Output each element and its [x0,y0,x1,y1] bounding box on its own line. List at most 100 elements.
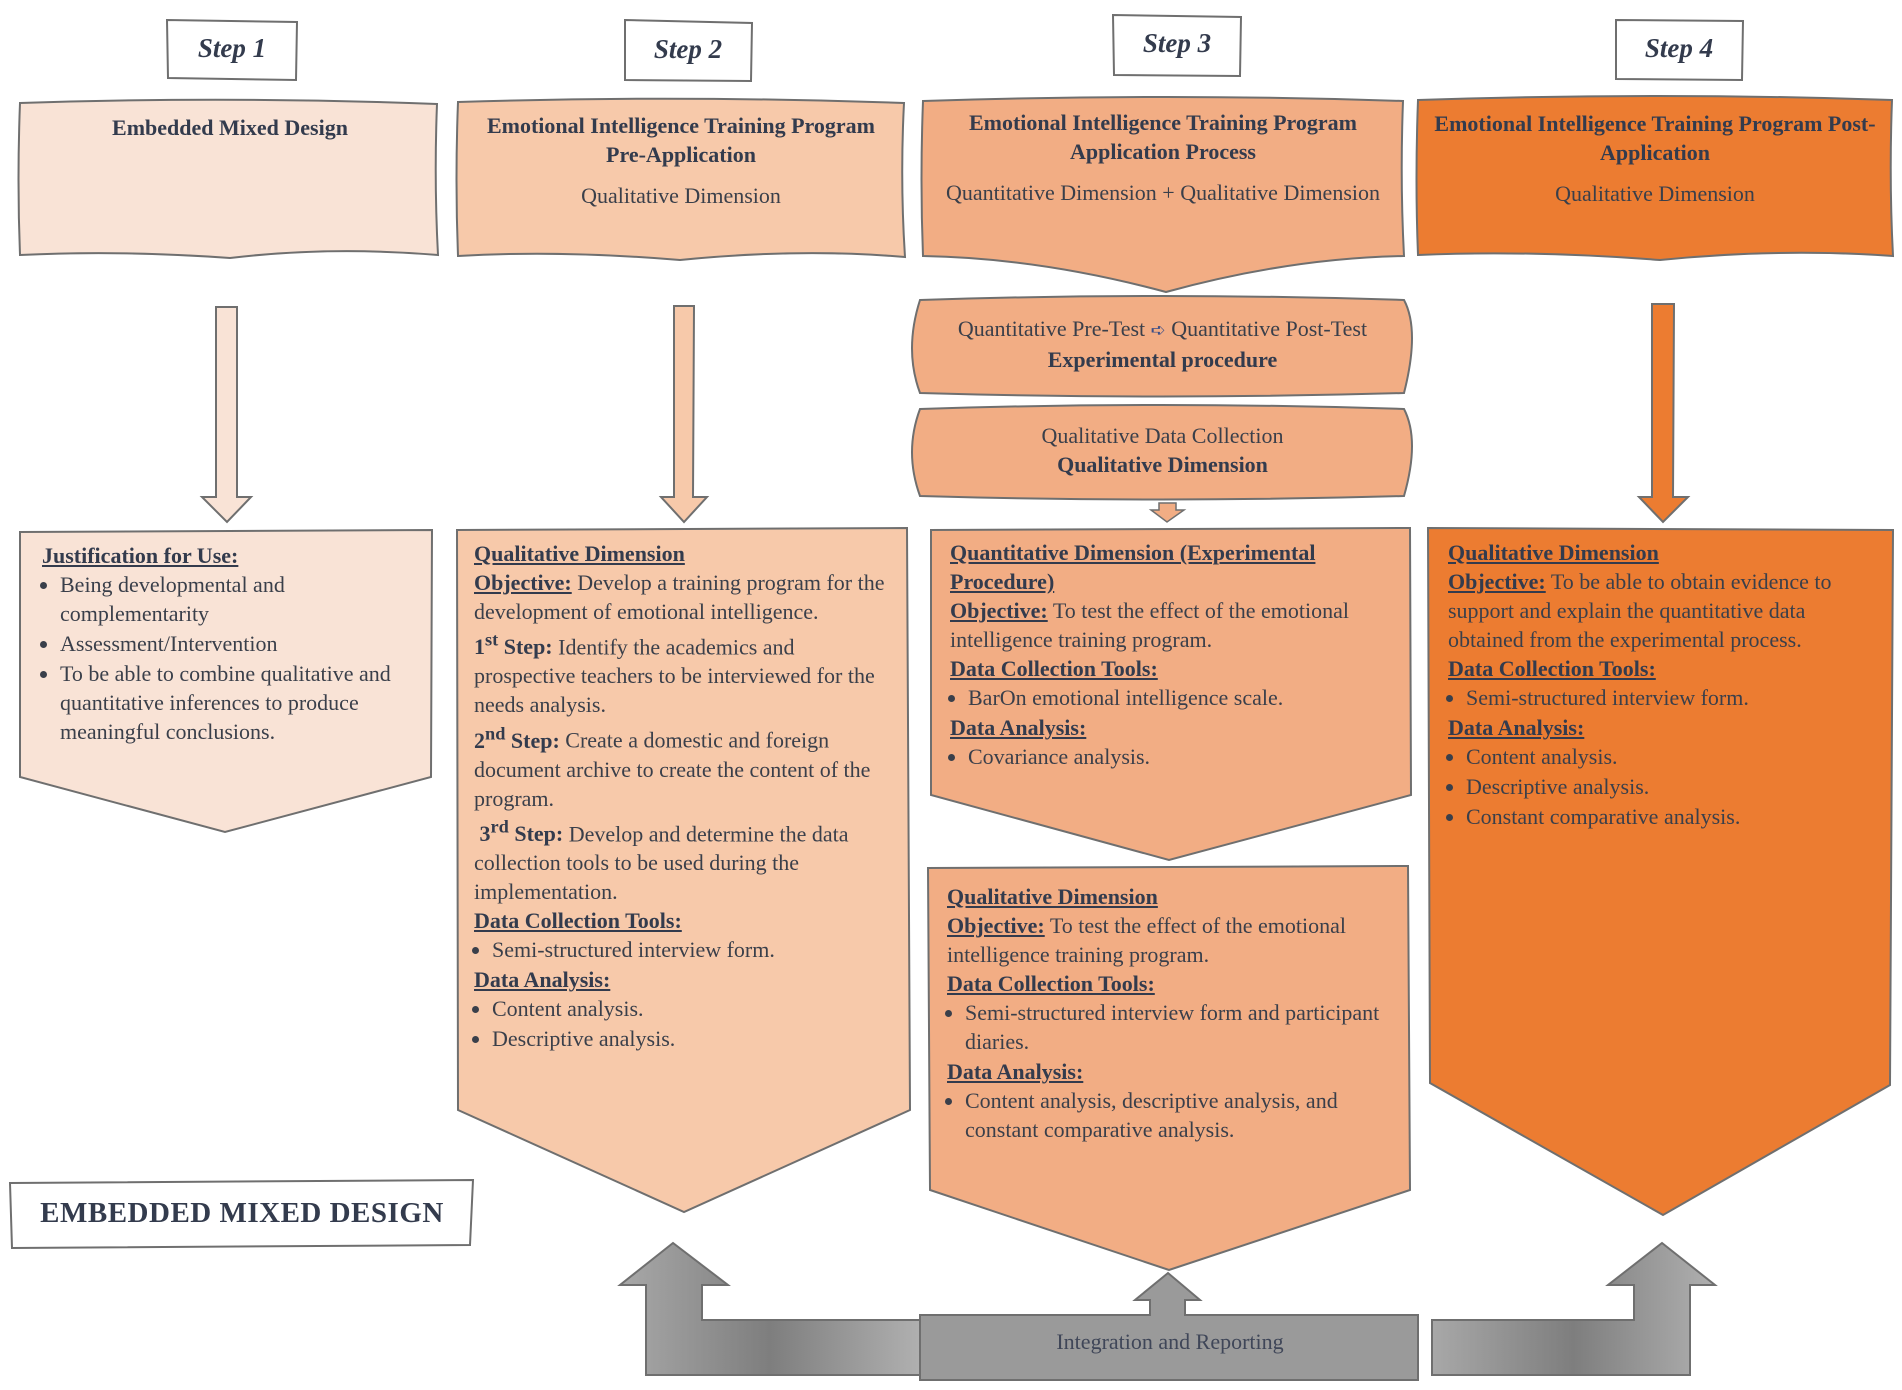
substep-text: Create a domestic and foreign document a… [474,727,871,811]
qual-tools-list: Semi-structured interview form and parti… [947,998,1399,1056]
step-1-header-title: Embedded Mixed Design [112,115,348,140]
qual-objective: Objective: To test the effect of the emo… [947,911,1399,969]
quant-tools-list: BarOn emotional intelligence scale. [950,683,1400,712]
step-3-label: Step 3 [1142,28,1212,58]
step-3-header-title: Emotional Intelligence Training Program … [968,110,1358,164]
objective-label: Objective: [947,913,1045,938]
step-2-body: Qualitative Dimension Objective: Develop… [474,539,894,1054]
substep-suffix: st [485,630,499,650]
post-test-label: Quantitative Post-Test [1171,316,1368,341]
list-item: Content analysis, descriptive analysis, … [965,1086,1399,1144]
quant-objective: Objective: To test the effect of the emo… [950,596,1400,654]
integration-center-arrow [919,1271,1419,1381]
objective-text: Develop a training program for the devel… [474,570,885,624]
integration-label: Integration and Reporting [1056,1329,1284,1354]
list-item: Constant comparative analysis. [1466,802,1886,831]
step-3-header: Emotional Intelligence Training Program … [940,108,1386,207]
step-3-qual-body: Qualitative Dimension Objective: To test… [947,882,1399,1145]
step-4-analysis-list: Content analysis. Descriptive analysis. … [1448,742,1886,831]
step-2-header-sub: Qualitative Dimension [581,183,781,208]
step-2-substep-2: 2nd Step: Create a domestic and foreign … [474,719,894,812]
step-3-quant-body-shape [930,526,1413,862]
step-2-body-shape [455,526,912,1214]
experimental-procedure-label: Experimental procedure [1047,347,1278,372]
qualitative-collection-text: Qualitative Data Collection Qualitative … [925,421,1400,479]
step-4-header: Emotional Intelligence Training Program … [1430,109,1880,208]
substep-text: Develop and determine the data collectio… [474,820,849,904]
qual-analysis-label: Data Analysis: [947,1059,1084,1084]
substep-suffix: rd [490,816,509,837]
pre-post-test-line: Quantitative Pre-Test ➪ Quantitative Pos… [925,314,1400,345]
step-1-down-arrow [199,306,254,524]
substep-word: Step: [514,820,564,846]
step-2-analysis-list: Content analysis. Descriptive analysis. [474,994,894,1053]
design-label: EMBEDDED MIXED DESIGN [40,1197,444,1229]
step-3-quant-body: Quantitative Dimension (Experimental Pro… [950,538,1400,772]
step-2-header: Emotional Intelligence Training Program … [470,111,892,210]
list-item: Semi-structured interview form and parti… [965,998,1399,1056]
step-2-analysis-label: Data Analysis: [474,966,611,992]
list-item: Descriptive analysis. [492,1024,894,1053]
list-item: Semi-structured interview form. [492,935,894,964]
substep-word: Step: [510,727,560,753]
list-item: Being developmental and complementarity [60,570,422,628]
qual-tools-label: Data Collection Tools: [947,971,1155,996]
integration-left-arrow [617,1241,921,1376]
list-item: Content analysis. [1466,742,1886,771]
step-2-objective: Objective: Develop a training program fo… [474,568,894,626]
step-1-body-shape [19,528,434,834]
step-4-label: Step 4 [1644,33,1714,63]
list-item: Content analysis. [492,994,894,1023]
step-4-header-sub: Qualitative Dimension [1555,181,1755,206]
experimental-procedure-text: Quantitative Pre-Test ➪ Quantitative Pos… [925,314,1400,374]
objective-label: Objective: [950,598,1048,623]
quant-analysis-label: Data Analysis: [950,715,1087,740]
step-3-label-box [1111,13,1243,78]
step-4-analysis-label: Data Analysis: [1448,715,1585,740]
substep-number: 2 [474,727,485,753]
step-3-header-sub: Quantitative Dimension + Qualitative Dim… [946,180,1380,205]
step-2-label: Step 2 [653,34,723,64]
step-3-qual-body-shape [926,864,1412,1272]
step-4-section-title: Qualitative Dimension [1448,540,1659,565]
step-4-body-shape [1426,526,1895,1217]
step-2-header-shape [455,97,907,262]
objective-text: To test the effect of the emotional inte… [950,598,1350,652]
objective-label: Objective: [474,570,572,595]
step-2-down-arrow [658,305,710,524]
substep-word: Step: [503,634,553,660]
step-2-header-title: Emotional Intelligence Training Program … [486,113,876,167]
qual-analysis-list: Content analysis, descriptive analysis, … [947,1086,1399,1144]
integration-right-arrow [1431,1241,1718,1376]
step-4-objective: Objective: To be able to obtain evidence… [1448,567,1886,654]
step-2-substep-3: 3rd Step: Develop and determine the data… [474,813,894,906]
step-4-header-shape [1415,95,1895,262]
step-2-tools-list: Semi-structured interview form. [474,935,894,964]
objective-text: To test the effect of the emotional inte… [947,913,1347,967]
list-item: Semi-structured interview form. [1466,683,1886,712]
step-2-section-title: Qualitative Dimension [474,541,685,566]
quant-tools-label: Data Collection Tools: [950,656,1158,681]
list-item: BarOn emotional intelligence scale. [968,683,1400,712]
step-4-label-box [1615,18,1745,82]
step-2-substep-1: 1st Step: Identify the academics and pro… [474,626,894,719]
arrow-right-icon: ➪ [1150,320,1166,340]
step-4-down-arrow [1636,303,1691,524]
step-2-label-box [624,18,754,83]
quant-section-title: Quantitative Dimension (Experimental Pro… [950,540,1316,594]
step-4-tools-label: Data Collection Tools: [1448,656,1656,681]
qualitative-collection-label: Qualitative Dimension [1057,452,1268,477]
step-4-tools-list: Semi-structured interview form. [1448,683,1886,712]
quant-analysis-list: Covariance analysis. [950,742,1400,771]
list-item: Descriptive analysis. [1466,772,1886,801]
step-3-small-arrow [1148,502,1187,523]
step-4-body: Qualitative Dimension Objective: To be a… [1448,538,1886,832]
substep-text: Identify the academics and prospective t… [474,634,875,718]
justification-title: Justification for Use: [42,543,239,568]
justification-list: Being developmental and complementarity … [42,570,422,746]
experimental-procedure-box [911,295,1413,398]
step-4-header-title: Emotional Intelligence Training Program … [1434,111,1876,165]
list-item: To be able to combine qualitative and qu… [60,659,422,746]
objective-label: Objective: [1448,569,1546,594]
